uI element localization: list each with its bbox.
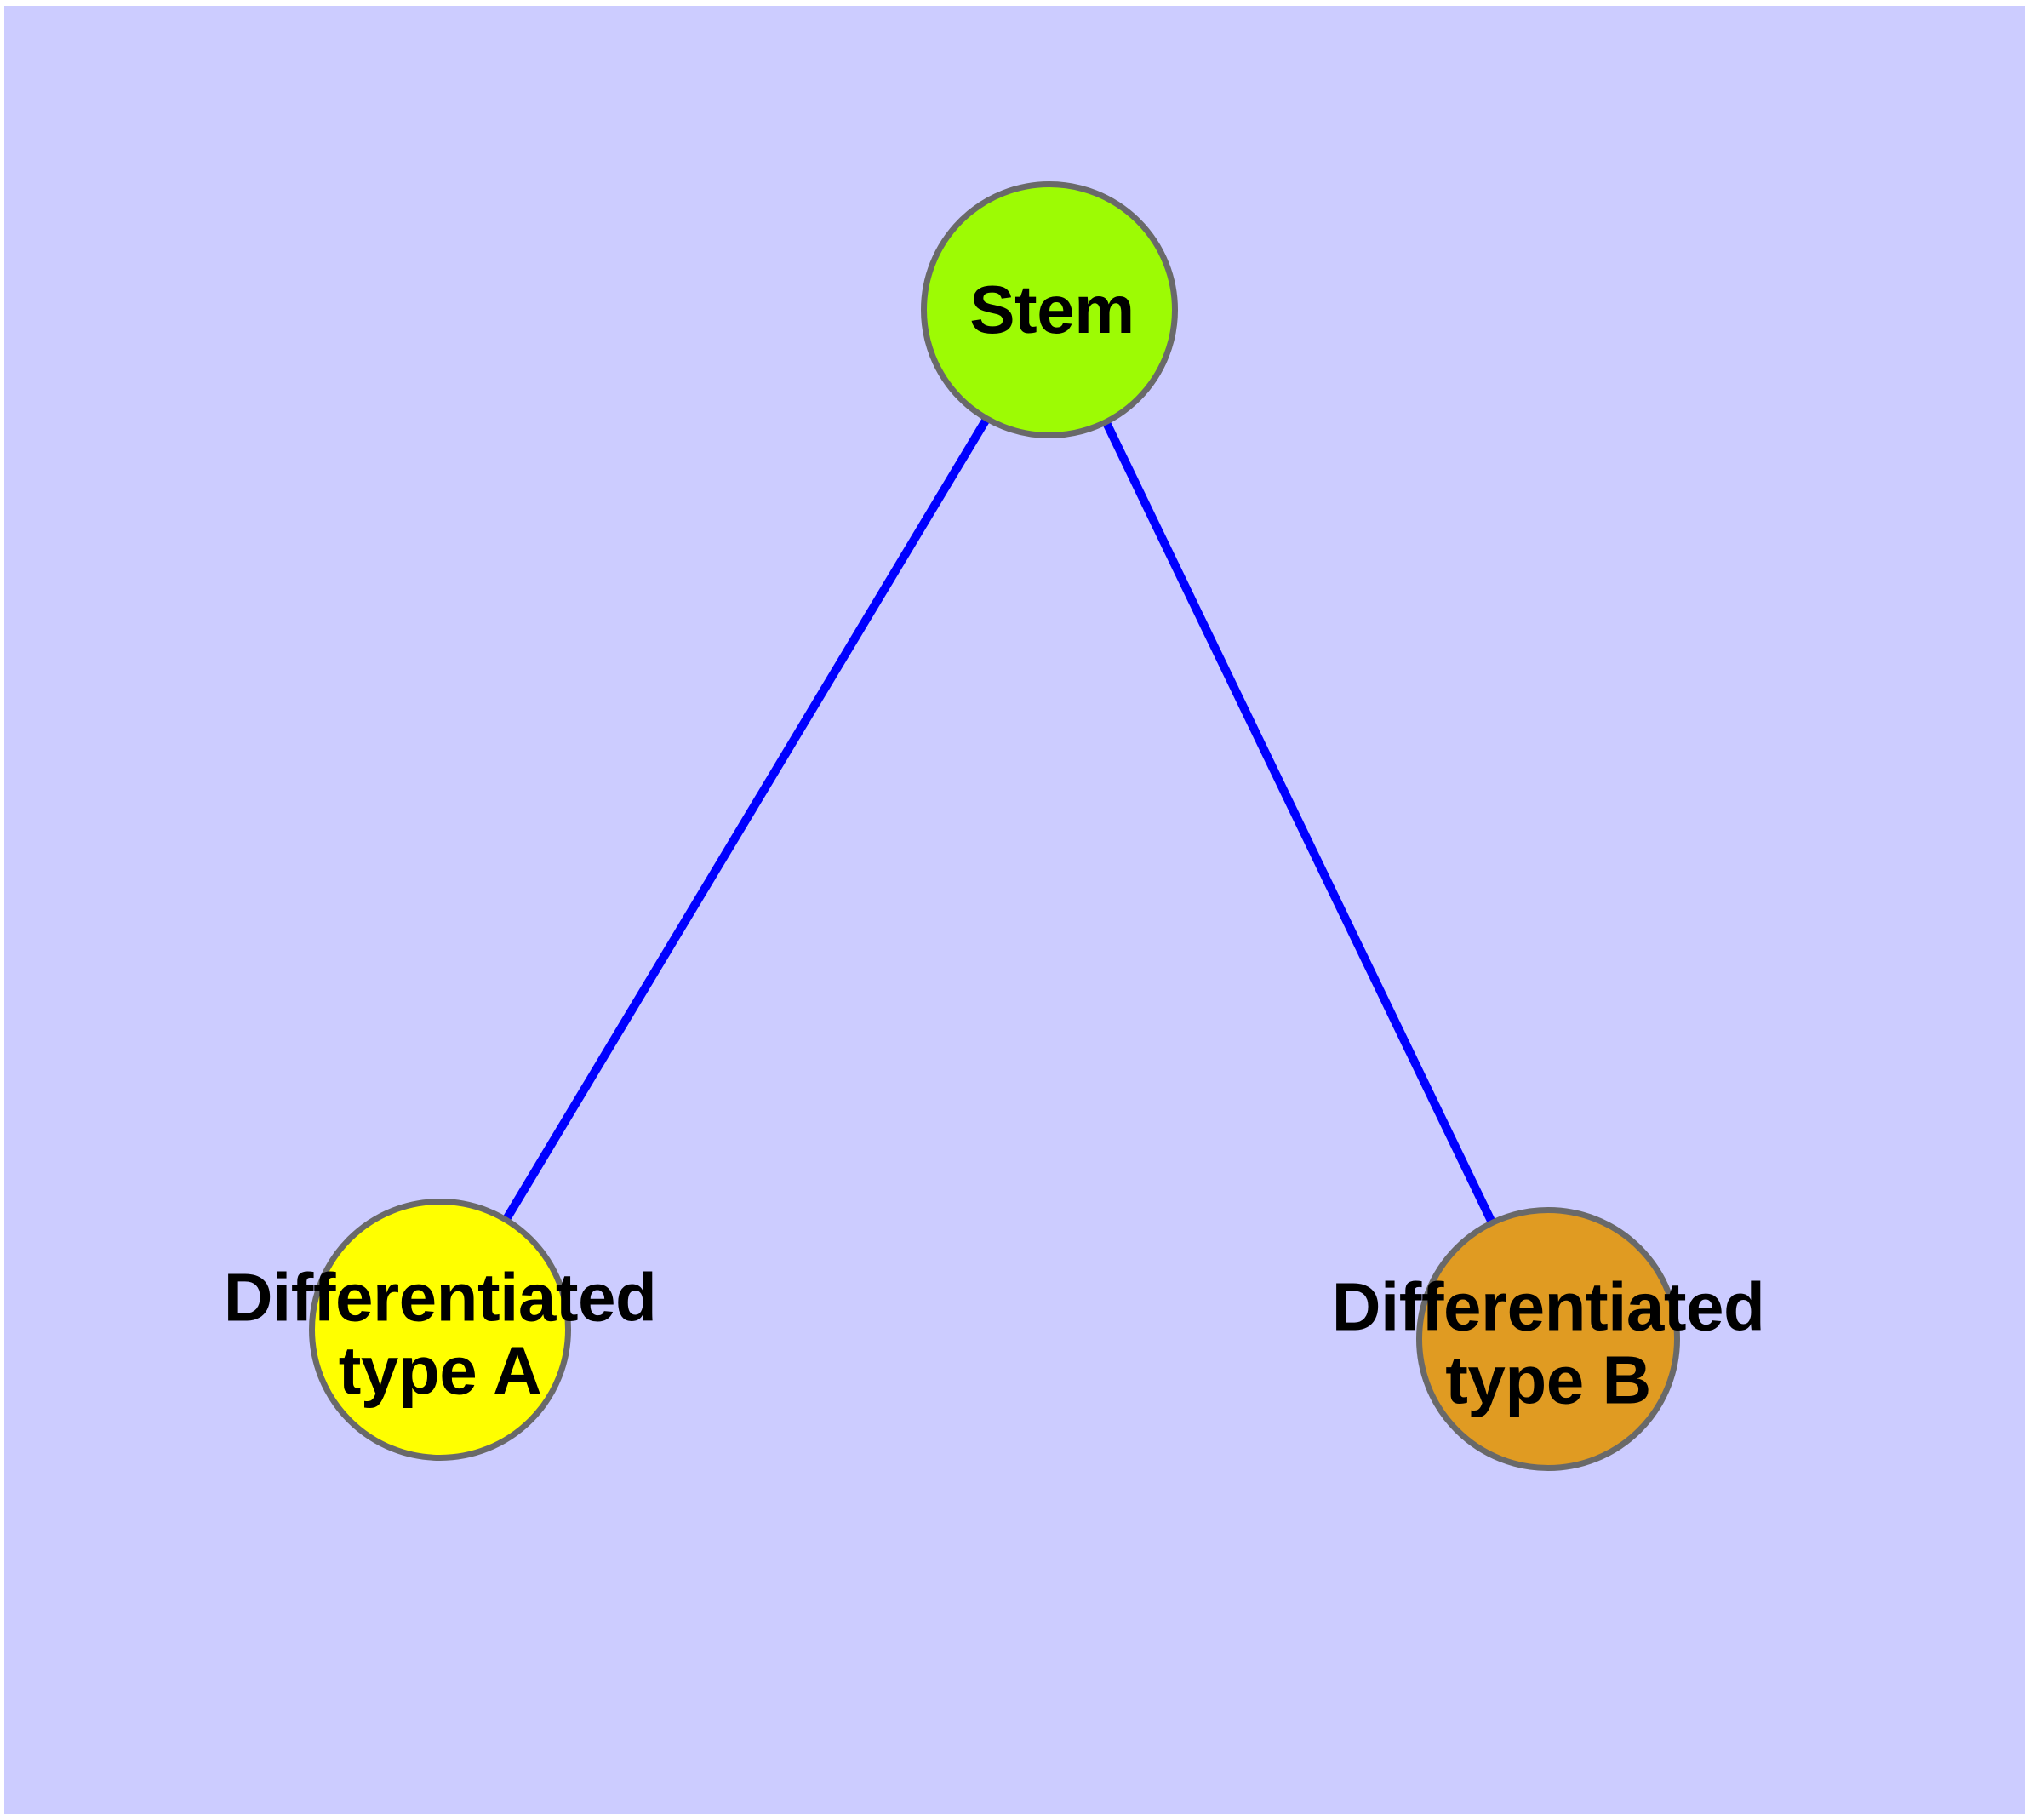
graph-node-type-b[interactable] [1416, 1207, 1680, 1471]
edge-layer [436, 307, 1552, 1342]
graph-plot-area: Stem Differentiated type A Differentiate… [4, 6, 2025, 1814]
node-layer: Stem Differentiated type A Differentiate… [4, 6, 2025, 1814]
graph-node-type-a[interactable] [309, 1199, 571, 1461]
edge-stem-to-type-a [436, 307, 1056, 1332]
edge-stem-to-type-b [1048, 307, 1552, 1342]
graph-node-stem[interactable] [921, 181, 1178, 438]
